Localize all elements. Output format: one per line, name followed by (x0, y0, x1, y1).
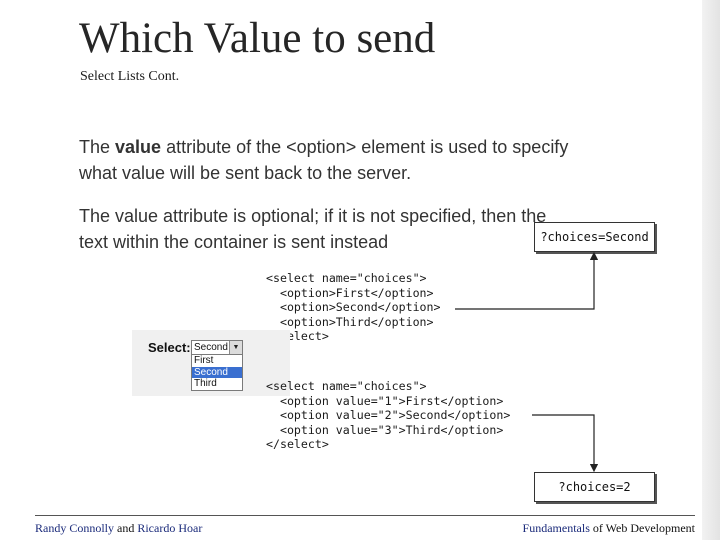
code-example-without-values: <select name="choices"> <option>First</o… (266, 271, 441, 343)
select-option[interactable]: Third (194, 378, 217, 389)
right-decorative-stripe (702, 0, 720, 540)
paragraph1-text-before: The (79, 137, 116, 157)
footer-book-rest: of Web Development (589, 521, 695, 535)
query-string-result-1: ?choices=Second (534, 222, 655, 252)
slide-title: Which Value to send (79, 15, 436, 62)
slide-subtitle: Select Lists Cont. (80, 69, 180, 84)
code-example-with-values: <select name="choices"> <option value="1… (266, 379, 511, 451)
query-string-text-1: ?choices=Second (540, 230, 649, 244)
footer-author-1: Randy Connolly (35, 521, 115, 535)
query-string-text-2: ?choices=2 (558, 480, 631, 494)
paragraph1-bold-term: value (115, 137, 162, 157)
query-string-result-2: ?choices=2 (534, 472, 655, 502)
select-label: Select: (148, 340, 191, 355)
paragraph1-text-after: attribute of the <option> element is use… (79, 137, 569, 183)
paragraph-optional-value: The value attribute is optional; if it i… (79, 206, 547, 252)
select-widget-demo: Select: Second ▼ First Second Third (132, 330, 290, 396)
select-options-list: First Second Third (191, 355, 243, 391)
select-current-value: Second (194, 342, 228, 353)
select-dropdown[interactable]: Second ▼ (191, 340, 243, 355)
paragraph-value-attribute: The value attribute of the <option> elem… (79, 134, 599, 186)
chevron-down-icon[interactable]: ▼ (229, 341, 242, 354)
select-option[interactable]: First (194, 355, 214, 366)
arrow-to-result-2 (532, 414, 599, 473)
footer-authors: Randy Connolly and Ricardo Hoar (35, 521, 202, 536)
select-option-highlighted[interactable]: Second (192, 366, 242, 378)
footer-and: and (114, 521, 138, 535)
footer-book-word: Fundamentals (522, 521, 590, 535)
footer-author-2: Ricardo Hoar (137, 521, 203, 535)
footer-book-title: Fundamentals of Web Development (523, 521, 695, 536)
footer-divider (35, 515, 695, 516)
arrow-to-result-1 (455, 251, 599, 310)
